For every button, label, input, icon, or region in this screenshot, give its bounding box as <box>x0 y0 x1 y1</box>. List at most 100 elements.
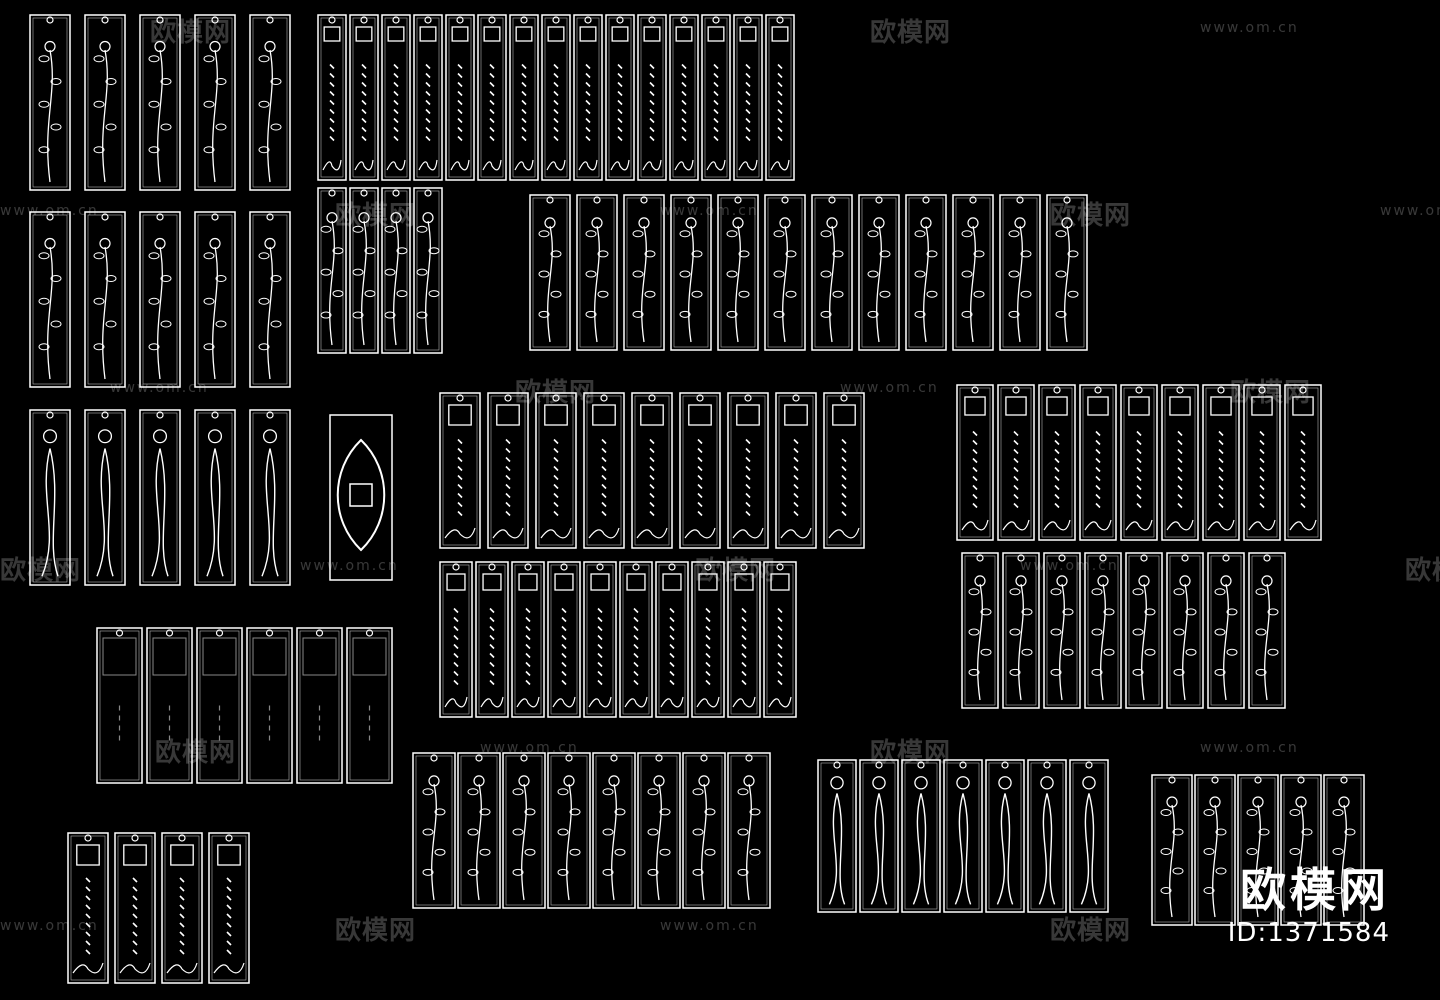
bookmark-item <box>679 392 721 549</box>
hole-icon <box>969 196 977 204</box>
bookmark-outline <box>1079 384 1117 541</box>
bookmark-outline <box>901 759 941 913</box>
bookmark-outline <box>701 14 731 181</box>
bookmark-item <box>631 392 673 549</box>
bookmark-outline <box>381 14 411 181</box>
bookmark-outline <box>1284 384 1322 541</box>
bookmark-outline <box>727 392 769 549</box>
hole-icon <box>840 394 848 402</box>
hole-icon <box>828 196 836 204</box>
bookmark-outline <box>1046 194 1088 351</box>
bookmark-outline <box>509 14 539 181</box>
bookmark-outline <box>511 561 545 718</box>
hole-icon <box>648 394 656 402</box>
bookmark-outline <box>196 627 243 784</box>
hole-icon <box>776 563 784 571</box>
bookmark-outline <box>1043 552 1081 709</box>
watermark-url: www.om.cn <box>660 918 759 934</box>
bookmark-outline <box>956 384 994 541</box>
hole-icon <box>360 189 368 197</box>
bookmark-item <box>139 14 181 191</box>
dark-poem-set <box>96 627 393 784</box>
bookmark-outline <box>623 194 665 351</box>
bookmark-item <box>1125 552 1163 709</box>
bookmark-outline <box>631 392 673 549</box>
hole-icon <box>424 16 432 24</box>
four-character-set <box>67 832 250 984</box>
hole-icon <box>1016 196 1024 204</box>
bookmark-item <box>249 14 291 191</box>
watermark-logo: 欧模网 <box>1405 556 1440 586</box>
hole-icon <box>971 386 979 394</box>
bookmark-outline <box>679 392 721 549</box>
hole-icon <box>668 563 676 571</box>
bookmark-item <box>1043 552 1081 709</box>
bookmark-item <box>1084 552 1122 709</box>
bookmark-item <box>139 409 181 586</box>
bookmark-item <box>445 14 475 181</box>
watermark-logo: 欧模网 <box>1050 916 1132 946</box>
watermark-logo: 欧模网 <box>335 916 417 946</box>
bookmark-item <box>637 14 667 181</box>
bookmark-outline <box>249 211 291 388</box>
bookmark-outline <box>997 384 1035 541</box>
bookmark-item <box>535 392 577 549</box>
bookmark-item <box>529 194 571 351</box>
bookmark-outline <box>764 194 806 351</box>
bookmark-item <box>817 759 857 913</box>
moon-love-set <box>817 759 1109 913</box>
watermark-logo: 欧模网 <box>515 378 597 408</box>
bookmark-item <box>502 752 546 909</box>
hole-icon <box>452 563 460 571</box>
hole-icon <box>1043 761 1051 769</box>
watermark-url: www.om.cn <box>300 558 399 574</box>
bookmark-item <box>477 14 507 181</box>
hole-icon <box>712 16 720 24</box>
bookmark-outline <box>1002 552 1040 709</box>
hole-icon <box>101 411 109 419</box>
bookmark-outline <box>413 14 443 181</box>
bookmark-outline <box>817 759 857 913</box>
bookmark-item <box>605 14 635 181</box>
bookmark-item <box>905 194 947 351</box>
watermark-logo: 欧模网 <box>1050 201 1132 231</box>
bookmark-item <box>412 752 456 909</box>
hole-icon <box>46 213 54 221</box>
bookmark-outline <box>811 194 853 351</box>
hole-icon <box>1140 554 1148 562</box>
bookmark-outline <box>1323 774 1365 926</box>
bookmark-item <box>1194 774 1236 926</box>
hole-icon <box>740 563 748 571</box>
hole-icon <box>1001 761 1009 769</box>
hole-icon <box>101 16 109 24</box>
hole-icon <box>922 196 930 204</box>
bookmark-outline <box>208 832 250 984</box>
bookmark-item <box>1079 384 1117 541</box>
bookmark-outline <box>682 752 726 909</box>
bookmark-outline <box>412 752 456 909</box>
heart-medallion-set <box>961 552 1286 709</box>
bookmark-outline <box>1248 552 1286 709</box>
hole-icon <box>560 563 568 571</box>
bookmark-outline <box>84 211 126 388</box>
hole-icon <box>1012 386 1020 394</box>
watermark-logo: 欧模网 <box>0 556 82 586</box>
bookmark-item <box>208 832 250 984</box>
bookmark-item <box>194 14 236 191</box>
hole-icon <box>1017 554 1025 562</box>
hole-icon <box>632 563 640 571</box>
hole-icon <box>46 16 54 24</box>
bookmark-item <box>1202 384 1240 541</box>
bookmark-item <box>573 14 603 181</box>
bookmark-item <box>1237 774 1279 926</box>
bookmark-item <box>413 14 443 181</box>
bookmark-outline <box>349 14 379 181</box>
bookmark-item <box>509 14 539 181</box>
bookmark-outline <box>670 194 712 351</box>
hole-icon <box>520 754 528 762</box>
bookmark-outline <box>905 194 947 351</box>
bookmark-item <box>619 561 653 718</box>
bookmark-outline <box>592 752 636 909</box>
bookmark-item <box>717 194 759 351</box>
